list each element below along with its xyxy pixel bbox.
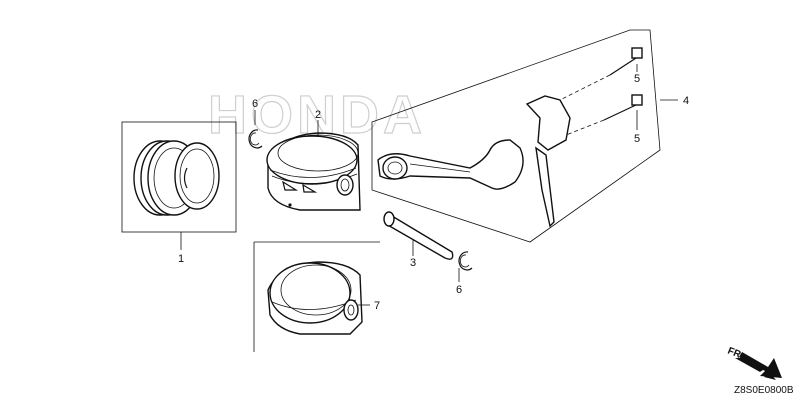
callout-6-lower: 6: [456, 284, 462, 296]
callout-5-lower: 5: [634, 133, 640, 145]
piston-pin-clip-upper[interactable]: [248, 129, 263, 149]
piston-standard[interactable]: [266, 132, 361, 211]
callout-4: 4: [683, 95, 689, 107]
piston-alternate[interactable]: [253, 241, 380, 352]
callout-3: 3: [410, 257, 416, 269]
connecting-rod-bolt-upper[interactable]: [559, 47, 643, 101]
callout-7: 7: [374, 300, 380, 312]
piston-pin-clip-lower[interactable]: [458, 251, 473, 271]
connecting-rod-bolt-lower[interactable]: [565, 94, 643, 136]
connecting-rod-assembly[interactable]: [371, 29, 661, 243]
callout-5-upper: 5: [634, 73, 640, 85]
diagram-code: Z8S0E0800B: [734, 385, 794, 396]
callout-6-upper: 6: [252, 98, 258, 110]
callout-2: 2: [315, 109, 321, 121]
callout-1: 1: [178, 253, 184, 265]
front-direction-arrow: [735, 352, 782, 380]
piston-pin[interactable]: [383, 211, 454, 260]
piston-ring-set[interactable]: [121, 121, 237, 233]
